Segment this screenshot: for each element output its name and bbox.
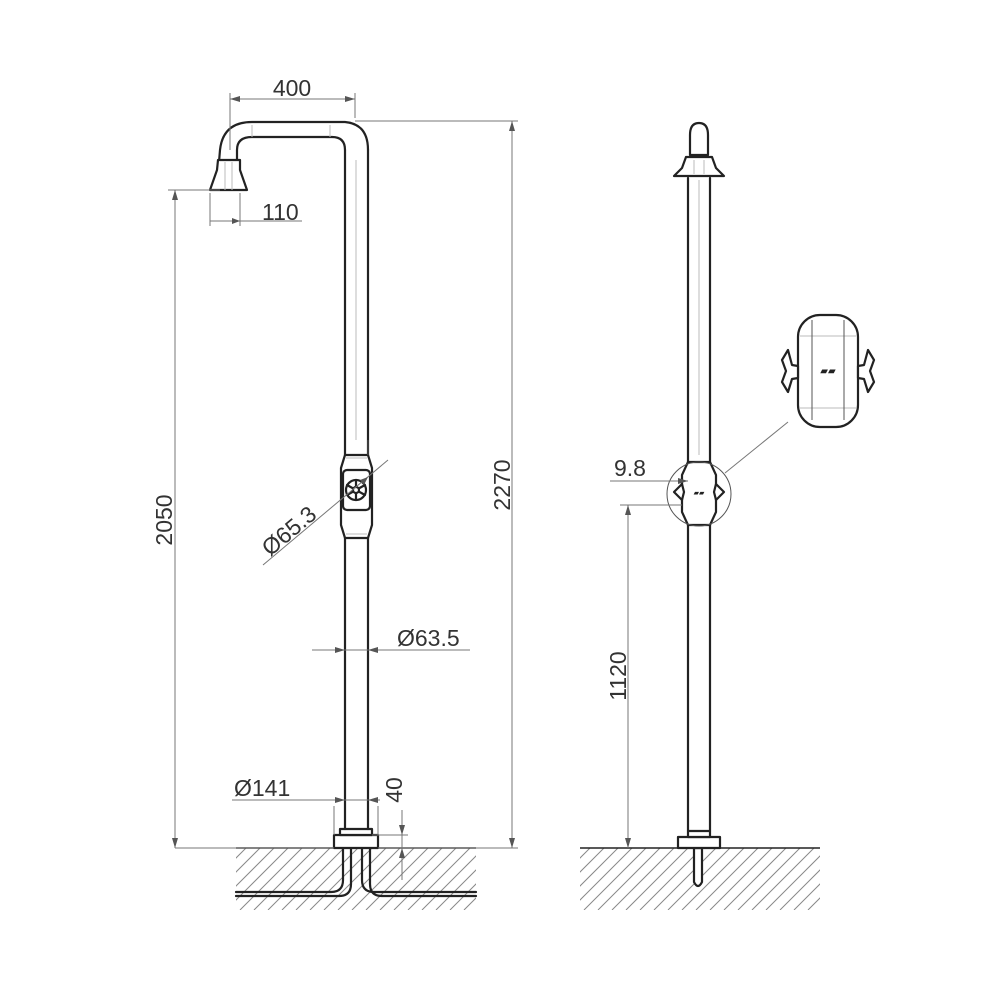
front-column bbox=[343, 148, 370, 831]
hatch-line bbox=[765, 855, 820, 910]
hatch-line bbox=[236, 848, 275, 887]
gooseneck bbox=[217, 120, 370, 164]
valve-logo: ▰▰ bbox=[694, 489, 705, 497]
detail-left-handle-icon bbox=[780, 348, 800, 394]
hatch-line bbox=[807, 897, 820, 910]
dim-head-offset-label: 110 bbox=[262, 199, 299, 225]
hatch-line bbox=[639, 848, 703, 910]
hatch-line bbox=[580, 848, 619, 887]
hatch-line bbox=[281, 848, 345, 910]
hatch-line bbox=[478, 848, 540, 910]
side-base-collar bbox=[686, 829, 712, 839]
anchor-rod bbox=[692, 846, 704, 888]
side-valve: ▰▰ bbox=[672, 460, 726, 527]
hatch-line bbox=[580, 848, 591, 859]
hatch-line bbox=[597, 848, 661, 910]
base-flange bbox=[332, 833, 380, 850]
hatch-line bbox=[236, 848, 247, 859]
hatch-line bbox=[580, 848, 605, 873]
dim-base-height-label: 40 bbox=[381, 777, 407, 803]
hatch-line bbox=[695, 848, 759, 910]
hatch-line bbox=[239, 848, 303, 910]
hatch-line bbox=[779, 869, 820, 910]
dim-head-offset: 110 bbox=[209, 193, 302, 226]
detail-logo: ▰▰ bbox=[820, 366, 836, 377]
dim-head-height-label: 2050 bbox=[151, 494, 177, 545]
shower-head bbox=[208, 158, 249, 192]
hatch-line bbox=[709, 848, 773, 910]
hatch-line bbox=[156, 848, 218, 910]
side-base-flange bbox=[676, 835, 722, 850]
hatch-line bbox=[236, 848, 289, 901]
base-collar bbox=[338, 827, 374, 837]
hatch-line bbox=[170, 848, 232, 910]
dim-width-top-label: 400 bbox=[273, 75, 311, 101]
hatch-line bbox=[421, 855, 476, 910]
hatch-line bbox=[267, 848, 331, 910]
dim-valve-height: 1120 bbox=[605, 504, 682, 848]
hatch-line bbox=[625, 848, 689, 910]
hatch-line bbox=[351, 848, 415, 910]
hatch-line bbox=[407, 848, 471, 910]
supply-pipes bbox=[234, 846, 478, 898]
hatch-line bbox=[236, 848, 261, 873]
side-view: ▰▰ ▰▰ 9.8 1120 bbox=[500, 121, 884, 910]
dim-side-offset: 9.8 bbox=[610, 455, 688, 484]
detail-leader-line bbox=[724, 421, 789, 474]
dim-base-diameter: Ø141 bbox=[232, 775, 380, 835]
side-top-cap bbox=[672, 121, 726, 178]
hatch-line bbox=[323, 848, 387, 910]
hatch-line bbox=[793, 883, 820, 910]
hatch-line bbox=[435, 869, 476, 910]
front-ground-hatch bbox=[156, 848, 540, 910]
dim-pipe-diameter-label: Ø63.5 bbox=[397, 625, 460, 651]
hatch-line bbox=[737, 848, 801, 910]
side-ground-hatch bbox=[500, 848, 884, 910]
hatch-line bbox=[449, 883, 476, 910]
hatch-line bbox=[681, 848, 745, 910]
hatch-line bbox=[500, 848, 562, 910]
hatch-line bbox=[822, 848, 884, 910]
valve-detail-view: ▰▰ bbox=[780, 313, 876, 429]
hatch-line bbox=[514, 848, 576, 910]
hatch-line bbox=[253, 848, 317, 910]
side-column bbox=[686, 176, 712, 833]
hatch-line bbox=[583, 848, 647, 910]
dim-valve-height-label: 1120 bbox=[605, 651, 631, 700]
dim-width-top: 400 bbox=[229, 75, 356, 150]
dim-valve-diameter-label: Ø65.3 bbox=[257, 501, 322, 561]
hatch-line bbox=[723, 848, 787, 910]
dim-total-height: 2270 bbox=[175, 120, 518, 849]
dim-base-diameter-label: Ø141 bbox=[234, 775, 290, 801]
hatch-line bbox=[463, 897, 476, 910]
hatch-line bbox=[295, 848, 359, 910]
dim-side-offset-label: 9.8 bbox=[614, 455, 646, 481]
hatch-line bbox=[379, 848, 443, 910]
hatch-line bbox=[653, 848, 717, 910]
dim-head-height: 2050 bbox=[151, 189, 220, 848]
detail-callout-circle bbox=[666, 461, 732, 527]
dim-total-height-label: 2270 bbox=[489, 459, 515, 510]
hatch-line bbox=[751, 848, 815, 910]
dim-pipe-diameter: Ø63.5 bbox=[312, 625, 470, 653]
hatch-line bbox=[611, 848, 675, 910]
front-view: 400 110 2050 2270 Ø6 bbox=[151, 75, 540, 910]
hatch-line bbox=[393, 848, 457, 910]
detail-right-handle-icon bbox=[856, 348, 876, 394]
hatch-line bbox=[580, 848, 633, 901]
dim-base-height: 40 bbox=[372, 777, 408, 880]
hatch-line bbox=[365, 848, 429, 910]
